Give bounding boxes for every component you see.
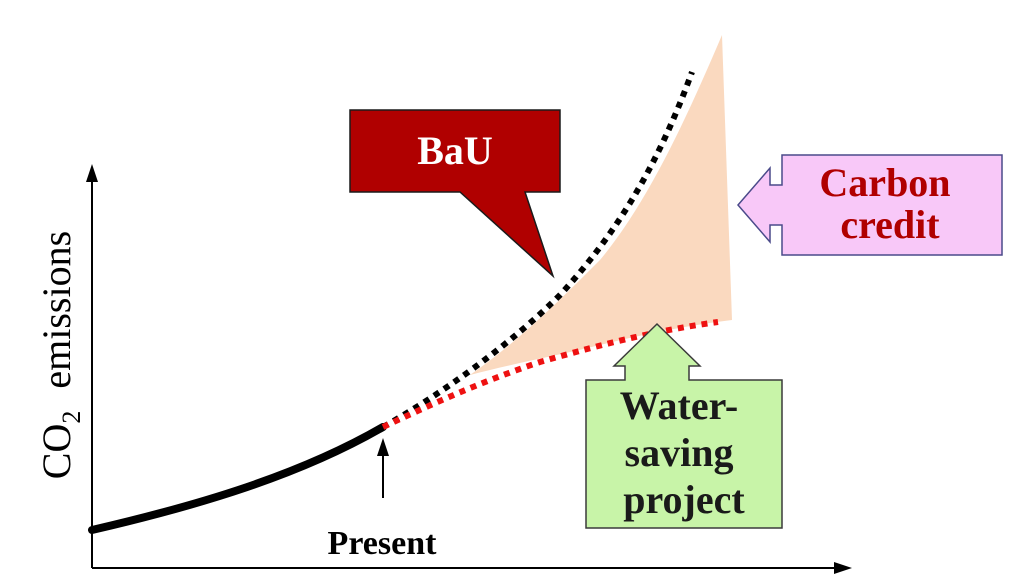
y-axis-label-suffix: emissions xyxy=(34,231,79,389)
carbon-credit-label: Carbon credit xyxy=(819,160,960,247)
x-axis-arrowhead xyxy=(834,562,852,574)
bau-projection-line xyxy=(381,70,695,430)
y-axis-arrowhead xyxy=(86,164,98,182)
y-axis-label-subscript: 2 xyxy=(57,411,86,424)
bau-callout-box xyxy=(349,109,561,279)
bau-label: BaU xyxy=(417,128,493,173)
y-axis-label-co: CO xyxy=(34,424,79,480)
present-arrow-head xyxy=(377,438,389,456)
carbon-credit-callout xyxy=(737,154,1003,256)
y-axis-label: CO2 emissions xyxy=(34,231,86,479)
present-label: Present xyxy=(328,525,438,562)
water-saving-label: Water- saving project xyxy=(620,383,748,522)
carbon-credit-line2: credit xyxy=(840,202,940,247)
svg-text:CO2emissions: CO2 emissions xyxy=(34,231,86,479)
carbon-credit-area xyxy=(470,35,732,375)
historical-emissions-line xyxy=(88,423,387,534)
water-saving-projection-line xyxy=(381,319,719,430)
carbon-credit-line1: Carbon xyxy=(819,160,950,205)
water-saving-line1: Water- xyxy=(620,383,738,428)
water-saving-line2: saving xyxy=(625,430,734,475)
water-saving-line3: project xyxy=(623,477,745,522)
water-saving-callout xyxy=(585,322,783,529)
